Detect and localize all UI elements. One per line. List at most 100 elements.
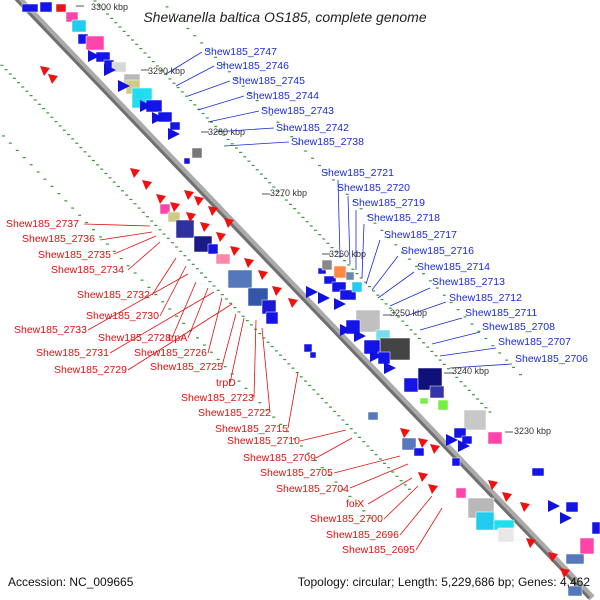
gene-features: [21, 1, 600, 597]
gene-block: [497, 527, 515, 543]
forward-gene-arrow: [318, 292, 330, 304]
gene-block: [453, 427, 467, 439]
tick-dot: [338, 186, 342, 188]
forward-gene-arrow: [168, 128, 180, 140]
tick-dot: [133, 203, 137, 205]
reverse-gene-arrow: [526, 538, 536, 548]
tick-dot: [293, 208, 297, 210]
reverse-leader-line: [159, 265, 187, 317]
tick-dot: [387, 467, 391, 469]
tick-dot: [147, 286, 151, 288]
tick-dot: [175, 315, 179, 317]
forward-leader-line: [419, 317, 463, 331]
tick-dot: [25, 90, 29, 92]
tick-dot: [116, 185, 120, 188]
reverse-leader-line: [383, 485, 419, 520]
tick-dot: [397, 316, 401, 318]
gene-label: trpD: [216, 377, 236, 389]
tick-dot: [422, 342, 426, 344]
tick-dot: [334, 251, 338, 253]
tick-dot: [237, 311, 241, 313]
reverse-leader-line: [87, 273, 189, 331]
tick-dot: [297, 212, 301, 214]
gene-label: folX: [346, 498, 364, 510]
tick-dot: [362, 441, 366, 443]
tick-dot: [327, 474, 331, 476]
gene-block: [437, 399, 449, 411]
reverse-leader-line: [113, 235, 157, 255]
reverse-leader-line: [109, 291, 215, 354]
tick-dot: [97, 4, 101, 6]
reverse-gene-arrow: [288, 298, 298, 308]
gene-label: Shew185_2715: [215, 423, 288, 435]
kbp-tick-label: 3230 kbp: [514, 426, 551, 436]
forward-leader-line: [377, 271, 415, 299]
forward-gene-arrow: [140, 100, 152, 112]
reverse-gene-arrow: [142, 180, 152, 190]
tick-dot: [295, 371, 299, 374]
tick-dot: [518, 373, 522, 376]
gene-block: [331, 281, 347, 293]
forward-leader-line: [439, 347, 497, 357]
tick-dot: [241, 315, 245, 317]
reverse-gene-arrow: [184, 190, 194, 200]
tick-dot: [274, 350, 278, 352]
tick-dot: [316, 393, 320, 395]
tick-dot: [417, 337, 421, 340]
tick-dot: [262, 337, 266, 339]
tick-dot: [50, 185, 54, 188]
tick-dot: [324, 402, 328, 404]
tick-dot: [355, 503, 359, 505]
reverse-leader-line: [187, 287, 209, 339]
gene-block: [175, 219, 195, 239]
gene-block: [345, 271, 355, 281]
reverse-gene-arrow: [272, 286, 282, 296]
tick-dot: [308, 384, 312, 387]
tick-dot: [212, 285, 216, 287]
reverse-gene-arrow: [200, 222, 210, 232]
gene-label: Shew185_2718: [367, 212, 440, 224]
reverse-gene-arrow: [216, 232, 226, 242]
tick-dot: [380, 298, 384, 301]
tick-dot: [105, 243, 109, 245]
tick-dot: [244, 387, 248, 389]
tick-dot: [0, 64, 4, 66]
tick-dot: [158, 229, 162, 231]
tick-dot: [348, 495, 352, 498]
forward-leader-line: [449, 363, 513, 369]
forward-leader-line: [187, 80, 231, 97]
tick-dot: [287, 363, 291, 365]
tick-dot: [79, 146, 83, 149]
reverse-gene-arrow: [40, 66, 50, 76]
gene-block: [579, 537, 595, 555]
tick-dot: [58, 125, 62, 127]
tick-dot: [193, 104, 197, 106]
tick-dot: [408, 258, 412, 260]
tick-dot: [322, 238, 326, 240]
reverse-leader-line: [415, 507, 443, 551]
tick-dot: [395, 475, 399, 477]
tick-dot: [15, 149, 19, 151]
tick-dot: [239, 151, 243, 154]
gene-block: [323, 275, 337, 285]
tick-dot: [83, 151, 87, 153]
tick-dot: [318, 164, 321, 167]
tick-dot: [164, 73, 168, 76]
tick-dot: [36, 171, 40, 173]
tick-dot: [98, 236, 102, 238]
gene-block: [321, 259, 333, 271]
tick-dot: [249, 324, 253, 326]
tick-dot: [209, 121, 213, 123]
gene-block: [71, 19, 87, 33]
tick-dot: [251, 394, 255, 397]
reverse-gene-arrow: [48, 74, 58, 84]
forward-leader-line: [337, 179, 341, 259]
tick-dot: [151, 61, 155, 63]
tick-dot: [202, 344, 206, 346]
gene-label: Shew185_2700: [310, 513, 383, 525]
gene-label: Shew185_2713: [432, 276, 505, 288]
tick-dot: [269, 114, 273, 116]
reverse-gene-arrow: [258, 270, 268, 280]
tick-dot: [279, 423, 283, 425]
tick-dot: [191, 263, 195, 265]
